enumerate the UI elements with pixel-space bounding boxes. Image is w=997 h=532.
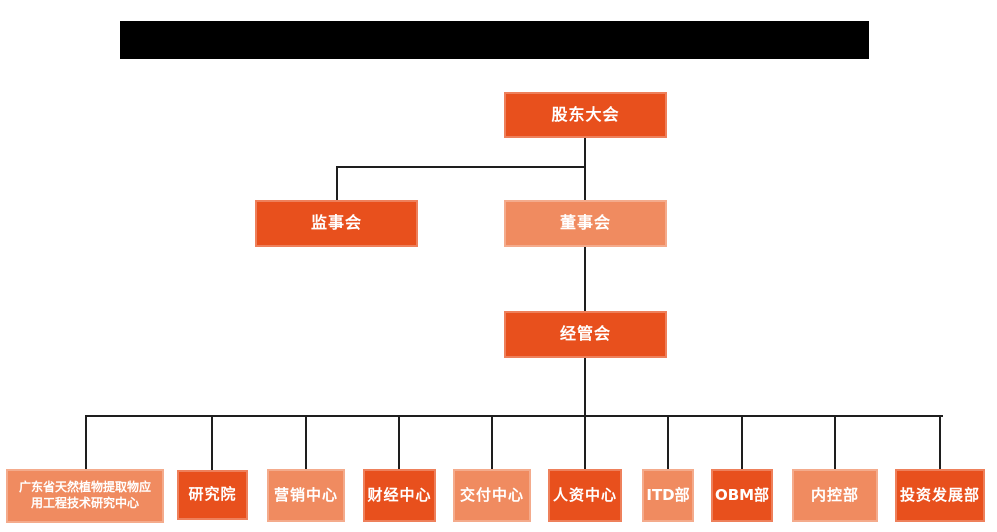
connector-dept-drop-7 xyxy=(741,415,743,469)
connector-dept-drop-2 xyxy=(305,415,307,469)
connector-management-down xyxy=(584,358,586,417)
org-node-label: 人资中心 xyxy=(552,485,617,504)
org-node-shareholders: 股东大会 xyxy=(504,92,667,138)
org-node-dept-itd: ITD部 xyxy=(642,469,694,522)
org-node-label: 股东大会 xyxy=(551,104,620,124)
org-node-label: 交付中心 xyxy=(459,485,524,504)
org-node-label: 广东省天然植物提取物应用工程技术研究中心 xyxy=(18,480,151,510)
org-node-dept-investment: 投资发展部 xyxy=(895,469,985,522)
org-node-label: 内控部 xyxy=(810,485,859,504)
connector-dept-drop-8 xyxy=(834,415,836,469)
org-node-dept-internal-control: 内控部 xyxy=(792,469,878,522)
org-node-label: 研究院 xyxy=(188,485,237,504)
org-node-label: 董事会 xyxy=(559,213,611,233)
org-node-label: ITD部 xyxy=(646,485,690,504)
org-node-label: 财经中心 xyxy=(367,485,432,504)
connector-dept-drop-5 xyxy=(584,415,586,469)
connector-branch-supervisory xyxy=(336,166,586,168)
redacted-title-bar xyxy=(120,21,869,59)
org-node-label: OBM部 xyxy=(714,485,770,504)
org-node-dept-research-institute: 研究院 xyxy=(177,470,248,520)
org-node-supervisory: 监事会 xyxy=(255,200,418,247)
org-node-dept-marketing: 营销中心 xyxy=(267,469,345,522)
connector-dept-drop-6 xyxy=(667,415,669,469)
connector-dept-drop-0 xyxy=(85,415,87,469)
connector-dept-drop-1 xyxy=(211,415,213,470)
org-node-label: 投资发展部 xyxy=(899,485,980,504)
connector-supervisory-drop xyxy=(336,166,338,200)
connector-board-management xyxy=(584,247,586,311)
org-node-label: 监事会 xyxy=(310,213,362,233)
org-node-dept-obm: OBM部 xyxy=(711,469,773,522)
org-node-label: 经管会 xyxy=(559,324,611,344)
org-node-management: 经管会 xyxy=(504,311,667,358)
org-node-dept-research-center: 广东省天然植物提取物应用工程技术研究中心 xyxy=(6,469,164,523)
connector-dept-drop-9 xyxy=(939,415,941,469)
connector-shareholders-down xyxy=(584,138,586,200)
org-node-dept-finance: 财经中心 xyxy=(363,469,436,522)
org-node-label: 营销中心 xyxy=(273,485,338,504)
org-node-dept-hr: 人资中心 xyxy=(548,469,622,522)
org-node-dept-delivery: 交付中心 xyxy=(453,469,531,522)
org-node-board: 董事会 xyxy=(504,200,667,247)
connector-department-bus xyxy=(85,415,943,417)
connector-dept-drop-3 xyxy=(398,415,400,469)
connector-dept-drop-4 xyxy=(491,415,493,469)
